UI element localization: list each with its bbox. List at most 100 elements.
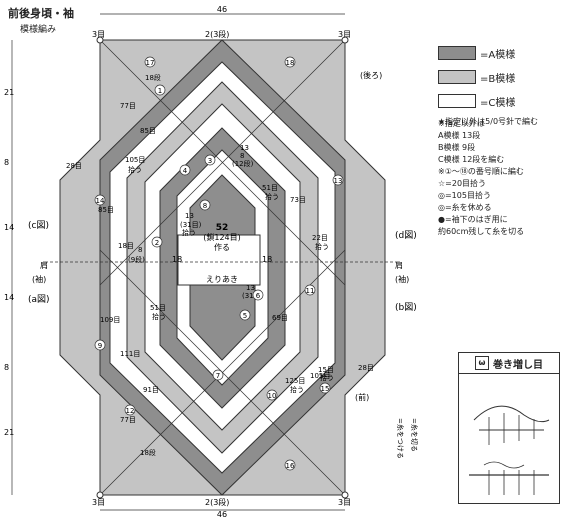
circled-number: 7 [212,369,224,381]
annotation: (9段) [128,255,145,264]
annotation: 28目 [66,162,82,170]
shoulder-left: 肩 [40,260,48,270]
shoulder-right: 肩 [395,260,403,270]
circled-number: 18 [284,56,296,68]
circled-number: 2 [151,236,163,248]
top-left-label: 3目 [92,30,105,39]
annotation: 22目 [312,234,328,242]
bottom-right-label: 3目 [338,498,351,507]
annotation: 73目 [290,196,306,204]
svg-text:4: 4 [183,167,188,175]
yarn-cut-label: =糸を切る [410,418,419,452]
side-label-c: (c図) [28,220,49,231]
side-label-d: (d図) [395,230,417,241]
sleeve-left: (袖) [32,274,46,284]
notes: ※指定以外は A模様 13段 B模様 9段 C模様 12段を編む ※①～⑱の番号… [438,118,568,238]
svg-text:1: 1 [158,87,162,95]
note-line: ●=袖下のはぎ用に [438,215,508,224]
svg-text:13: 13 [334,177,343,185]
svg-text:9: 9 [98,342,102,350]
svg-text:18: 18 [286,59,295,67]
annotation: 13 [185,212,194,220]
yarn-mark [341,36,349,44]
note-line: ☆=20目拾う [438,179,487,188]
circled-number: 16 [284,459,296,471]
legend-label-a: =A模様 [480,49,516,61]
legend-note: ★指定以外は5/0号針で編む [438,113,568,129]
circled-number: 4 [179,164,191,176]
annotation: 拾う [290,385,304,394]
sleeve-right: (袖) [395,274,409,284]
legend-swatch-c [438,94,476,108]
height-mark: 14 [4,223,14,232]
annotation: (31目) [180,221,202,229]
center-count: 52 [216,223,229,233]
annotation: 69目 [272,314,288,322]
note-line: C模様 12段を編む [438,155,505,164]
height-mark: 8 [4,158,9,167]
circled-number: 5 [239,309,251,321]
annotation: 拾う [182,228,196,237]
svg-text:17: 17 [146,59,155,67]
yarn-mark [96,36,104,44]
annotation: 8 [240,152,244,160]
circled-number: 9 [94,339,106,351]
circled-number: 10 [266,389,278,401]
annotation: 77目 [120,416,136,424]
annotation: 51目 [150,304,166,312]
annotation: 拾う [320,373,334,382]
svg-text:10: 10 [268,392,277,400]
height-mark: 21 [4,428,14,437]
top-right-label: 3目 [338,30,351,39]
center-make: 作る [214,242,230,252]
legend-swatch-a [438,46,476,60]
height-mark: 14 [4,293,14,302]
note-line: ※①～⑱の番号順に編む [438,167,524,176]
annotation: 13 [246,284,255,292]
height-mark: 21 [4,88,14,97]
height-mark: 8 [4,363,9,372]
circled-number: 1 [154,84,166,96]
annotation: 125目 [285,377,305,385]
annotation: (12段) [232,159,254,168]
svg-text:11: 11 [306,287,315,295]
svg-text:8: 8 [203,202,207,210]
annotation: 13 [240,144,249,152]
inset-title: 巻き増し目 [493,359,543,371]
annotation: 77目 [120,102,136,110]
legend-label-b: =B模様 [480,73,516,85]
annotation: 18段 [140,448,156,457]
yarn-mark [341,491,349,499]
annotation: 105目 [310,372,330,380]
annotation: 8 [138,246,142,254]
annotation: 拾う [315,242,329,251]
svg-text:6: 6 [256,292,261,300]
back-label: (後ろ) [360,70,382,80]
note-line: A模様 13段 [438,131,481,140]
note-line: B模様 9段 [438,143,476,152]
annotation: 85目 [98,206,114,214]
circled-number: 8 [199,199,211,211]
circled-number: 6 [252,289,264,301]
legend-note-text: ★指定以外は5/0号針で編む [438,116,539,126]
center-count-sub: (鎖124目) [203,232,241,242]
inset-box: ω 巻き増し目 [458,352,560,504]
annotation: 111目 [120,350,140,358]
neck-opening [177,234,261,286]
center-right18: 18 [262,255,272,264]
note-line: 約60cm残して糸を切る [438,227,525,236]
annotation: 15目 [318,366,334,374]
side-label-a: (a図) [28,294,50,305]
note-line: ◎=糸を休める [438,203,492,212]
circled-number: 12 [124,404,136,416]
annotation: 28目 [358,364,374,372]
center-neck: えりあき [206,275,238,284]
svg-text:16: 16 [286,462,295,470]
circled-number: 11 [304,284,316,296]
note-line: ※指定以外は [438,119,485,128]
legend-a: =A模様 [438,45,568,61]
yarn-mark [96,491,104,499]
svg-text:2: 2 [155,239,159,247]
svg-text:14: 14 [96,197,105,205]
